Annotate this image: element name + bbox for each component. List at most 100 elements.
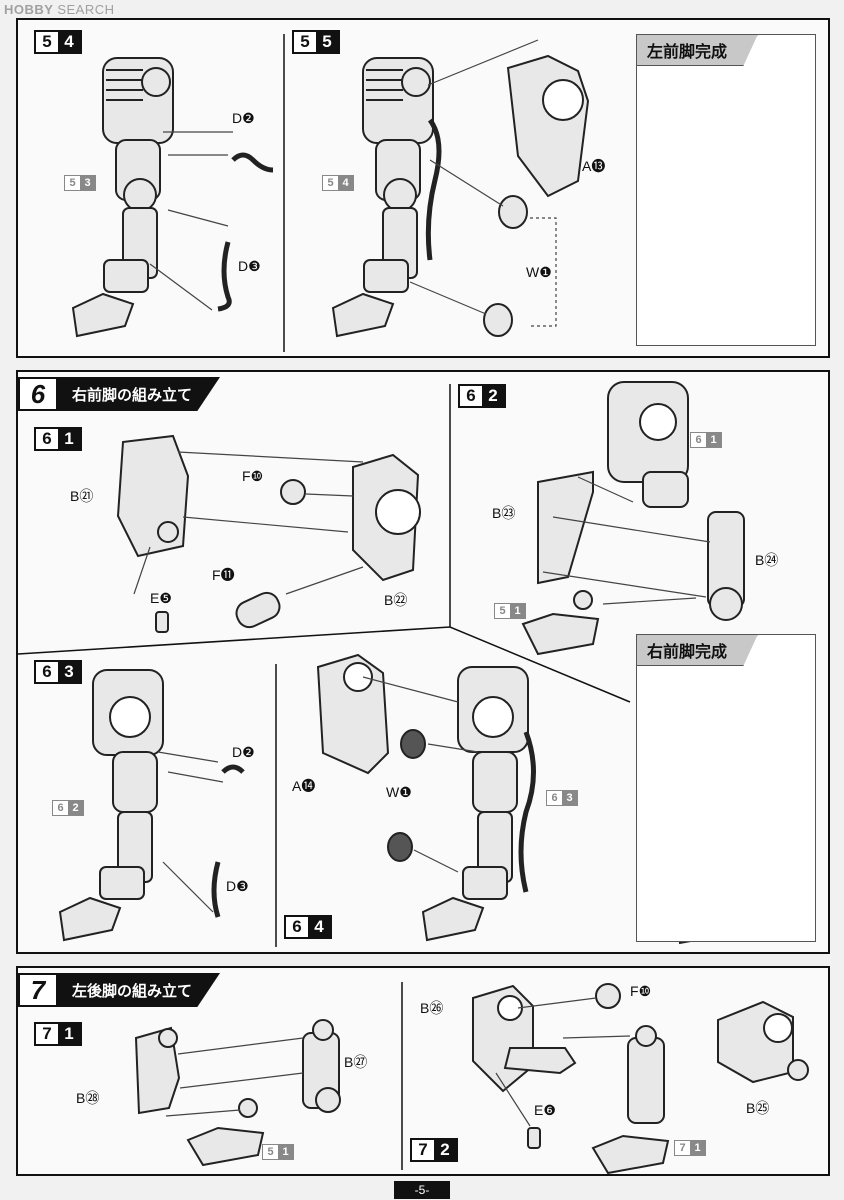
ref-badge-5-1: 5 1: [494, 603, 526, 619]
part-letter: F: [212, 567, 221, 583]
part-label: F⓫: [212, 565, 235, 585]
part-letter: E: [534, 1102, 544, 1118]
step-major: 6: [42, 662, 52, 681]
part-label: E❺: [150, 590, 172, 607]
part-number: ❶: [539, 264, 552, 280]
part-letter: F: [630, 983, 639, 999]
part-number: ㉖: [429, 1000, 444, 1016]
part-letter: F: [242, 468, 251, 484]
step-badge-6-2: 6 2: [458, 384, 506, 408]
part-letter: A: [582, 158, 592, 174]
section-number: 6: [18, 377, 58, 411]
watermark-brand: HOBBY: [4, 2, 54, 17]
step-badge-6-1: 6 1: [34, 427, 82, 451]
step-major: 5: [42, 32, 52, 51]
part-label: B㉒: [384, 590, 407, 610]
part-letter: D: [232, 744, 243, 760]
ref-badge-6-1: 6 1: [690, 432, 722, 448]
step-minor: 1: [58, 1024, 80, 1044]
section7-header: 7 左後脚の組み立て: [18, 973, 221, 1007]
step-minor: 2: [434, 1140, 456, 1160]
step-minor: 4: [308, 917, 330, 937]
ref-minor: 1: [278, 1145, 293, 1159]
part-letter: B: [76, 1090, 86, 1106]
part-letter: B: [746, 1100, 756, 1116]
ref-major: 5: [69, 177, 76, 189]
part-letter: B: [420, 1000, 430, 1016]
ref-minor: 1: [690, 1141, 705, 1155]
step-major: 7: [418, 1140, 428, 1159]
part-letter: B: [344, 1054, 354, 1070]
part-number: ❿: [250, 468, 264, 484]
ref-minor: 4: [338, 176, 353, 190]
step-minor: 2: [482, 386, 504, 406]
part-number: ❶: [399, 784, 412, 800]
ref-major: 6: [551, 792, 558, 804]
section7-illustrations: [134, 982, 809, 1174]
step-major: 5: [300, 32, 310, 51]
part-label: B㉖: [420, 998, 443, 1018]
part-letter: A: [292, 778, 302, 794]
part-letter: B: [384, 592, 394, 608]
part-number: ㉔: [764, 552, 779, 568]
part-label: B㉗: [344, 1052, 367, 1072]
step-badge-5-5: 5 5: [292, 30, 340, 54]
part-number: ㉑: [79, 488, 94, 504]
part-number: ㉓: [501, 505, 516, 521]
ref-major: 6: [695, 434, 702, 446]
step-badge-7-2: 7 2: [410, 1138, 458, 1162]
step-major: 7: [42, 1024, 52, 1043]
part-label: F❿: [630, 983, 651, 1000]
part-label: D❷: [232, 110, 255, 127]
part-number: ⓮: [301, 778, 316, 794]
complete-box-left-front-leg: 左前脚完成: [636, 34, 816, 346]
part-letter: E: [150, 590, 160, 606]
part-label: B㉑: [70, 486, 93, 506]
part-number: ⓫: [220, 567, 235, 583]
part-label: E❻: [534, 1102, 556, 1119]
part-label: A⓮: [292, 776, 315, 796]
watermark: HOBBY SEARCH: [4, 2, 115, 17]
part-letter: B: [755, 552, 765, 568]
ref-minor: 2: [68, 801, 83, 815]
part-label: B㉕: [746, 1098, 769, 1118]
part-number: ㉘: [85, 1090, 100, 1106]
ref-major: 5: [327, 177, 334, 189]
complete-box-right-front-leg: 右前脚完成: [636, 634, 816, 942]
part-number: ❿: [638, 983, 652, 999]
step-badge-6-4: 6 4: [284, 915, 332, 939]
part-number: ❸: [248, 258, 261, 274]
part-number: ❻: [543, 1102, 556, 1118]
part-letter: B: [492, 505, 502, 521]
ref-badge-5-1: 5 1: [262, 1144, 294, 1160]
part-label: B㉔: [755, 550, 778, 570]
ref-badge-6-3: 6 3: [546, 790, 578, 806]
step-major: 6: [292, 917, 302, 936]
part-label: F❿: [242, 468, 263, 485]
section-number: 7: [18, 973, 58, 1007]
step-major: 6: [466, 386, 476, 405]
ref-badge-5-4: 5 4: [322, 175, 354, 191]
watermark-sub: SEARCH: [57, 2, 115, 17]
part-letter: D: [232, 110, 243, 126]
ref-badge-5-3: 5 3: [64, 175, 96, 191]
ref-minor: 1: [510, 604, 525, 618]
ref-minor: 3: [80, 176, 95, 190]
step-minor: 3: [58, 662, 80, 682]
ref-major: 7: [679, 1142, 686, 1154]
part-number: ❷: [242, 744, 255, 760]
part-label: W❶: [526, 264, 552, 281]
part-label: B㉓: [492, 503, 515, 523]
step-badge-5-4: 5 4: [34, 30, 82, 54]
ref-major: 6: [57, 802, 64, 814]
part-number: ⓭: [591, 158, 606, 174]
complete-title: 左前脚完成: [636, 34, 759, 66]
part-letter: D: [238, 258, 249, 274]
ref-badge-6-2: 6 2: [52, 800, 84, 816]
part-label: D❸: [238, 258, 261, 275]
part-number: ❸: [236, 878, 249, 894]
part-label: B㉘: [76, 1088, 99, 1108]
section6-header: 6 右前脚の組み立て: [18, 377, 221, 411]
step-minor: 5: [316, 32, 338, 52]
part-label: W❶: [386, 784, 412, 801]
